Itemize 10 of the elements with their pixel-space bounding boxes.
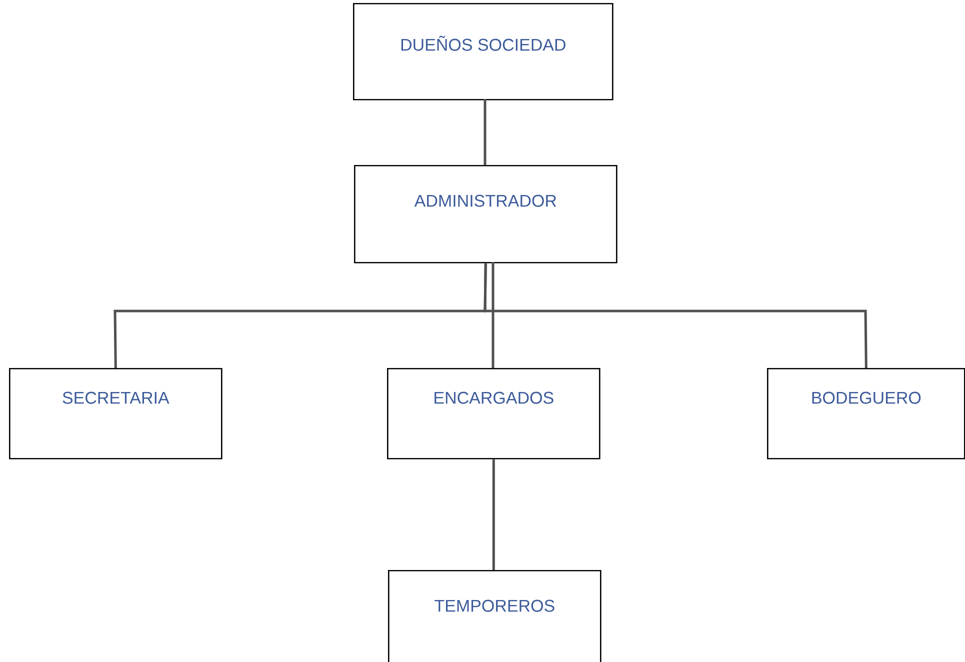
connector-line	[484, 99, 486, 165]
org-box: DUEÑOS SOCIEDAD	[353, 3, 614, 100]
connector-line	[492, 262, 494, 368]
connector-line	[484, 263, 868, 368]
org-box: TEMPOREROS	[388, 570, 602, 662]
org-box: ADMINISTRADOR	[354, 165, 618, 264]
org-box: SECRETARIA	[9, 368, 222, 460]
connector-line	[492, 459, 495, 570]
org-box: BODEGUERO	[767, 368, 965, 460]
org-box: ENCARGADOS	[387, 368, 600, 460]
